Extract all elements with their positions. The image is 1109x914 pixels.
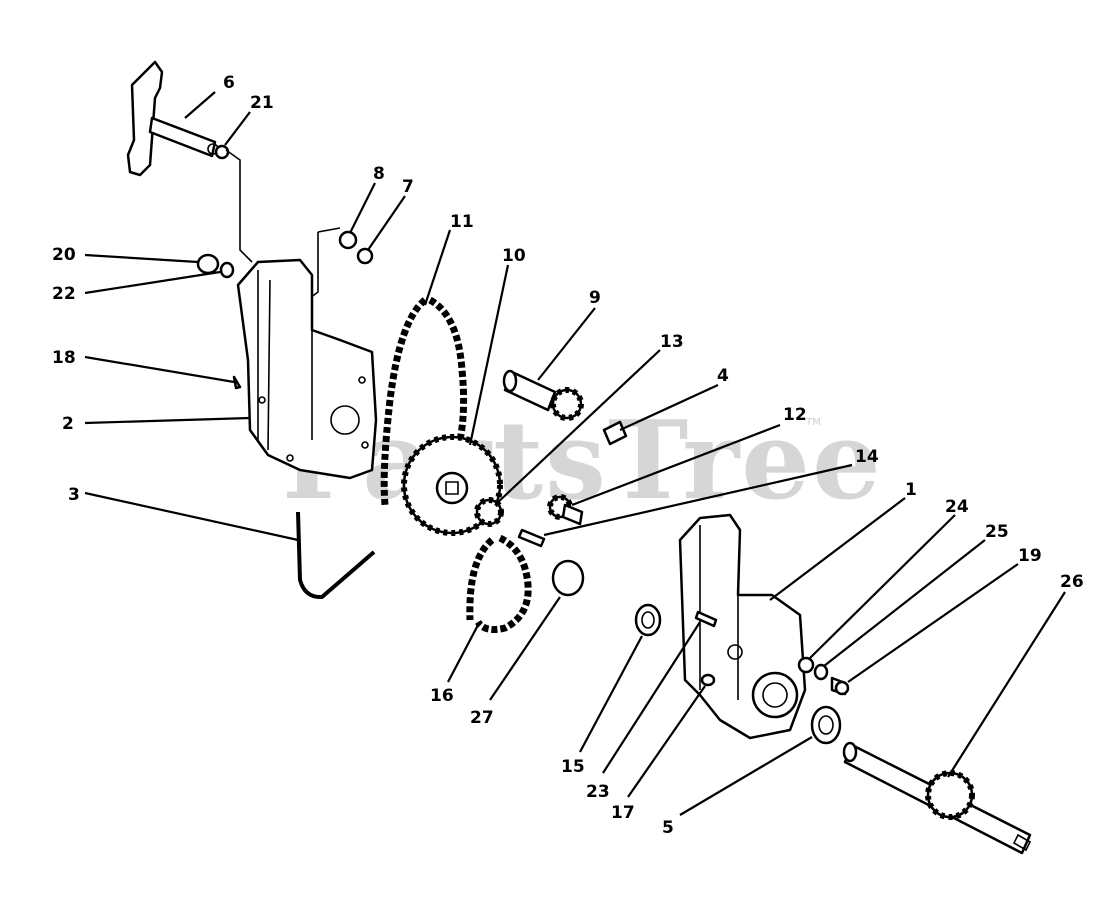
callout-7: 7: [402, 177, 414, 197]
part-5-bearing[interactable]: [810, 705, 842, 745]
part-13-sprocket[interactable]: [474, 497, 504, 527]
part-15-seal[interactable]: [634, 603, 662, 637]
callout-25: 25: [985, 522, 1009, 542]
callout-1: 1: [905, 480, 917, 500]
part-21-clip[interactable]: [214, 144, 230, 160]
part-25-washer[interactable]: [813, 663, 829, 681]
callout-10: 10: [502, 246, 526, 266]
callout-14: 14: [855, 447, 879, 467]
part-7-nut[interactable]: [356, 247, 374, 265]
part-4-key[interactable]: [602, 420, 628, 446]
callout-21: 21: [250, 93, 274, 113]
part-1-gear-housing[interactable]: [678, 513, 807, 740]
callout-8: 8: [373, 164, 385, 184]
callout-16: 16: [430, 686, 454, 706]
callout-24: 24: [945, 497, 969, 517]
part-8-washer[interactable]: [338, 230, 358, 250]
callout-22: 22: [52, 284, 76, 304]
part-11-drive-chain[interactable]: [380, 296, 468, 506]
callout-labels: 6 21 8 7 11 10 9 13 4 12 14 20 22 18 2 3…: [52, 73, 1084, 838]
callout-19: 19: [1018, 546, 1042, 566]
part-22-washer[interactable]: [219, 261, 235, 279]
callout-11: 11: [450, 212, 474, 232]
callout-3: 3: [68, 485, 80, 505]
part-3-rod[interactable]: [296, 511, 376, 600]
callout-5: 5: [662, 818, 674, 838]
part-20-bushing[interactable]: [196, 253, 220, 275]
part-12-pinion[interactable]: [547, 494, 584, 526]
callout-23: 23: [586, 782, 610, 802]
watermark-trademark: TM: [805, 417, 821, 428]
callout-17: 17: [611, 803, 635, 823]
part-23-pin[interactable]: [694, 610, 718, 628]
callout-9: 9: [589, 288, 601, 308]
callout-2: 2: [62, 414, 74, 434]
callout-13: 13: [660, 332, 684, 352]
part-16-chain[interactable]: [466, 534, 532, 633]
part-17-pin[interactable]: [700, 673, 716, 687]
part-2-housing-cover[interactable]: [236, 258, 378, 480]
part-27-spacer[interactable]: [551, 559, 585, 597]
callout-20: 20: [52, 245, 76, 265]
part-9-shaft-sprocket[interactable]: [502, 369, 584, 421]
part-14-pin[interactable]: [517, 528, 546, 548]
callout-4: 4: [717, 366, 729, 386]
callout-18: 18: [52, 348, 76, 368]
callout-6: 6: [223, 73, 235, 93]
leader-lines: [84, 91, 1066, 816]
callout-12: 12: [783, 405, 807, 425]
part-26-output-shaft[interactable]: [842, 741, 1032, 855]
callout-27: 27: [470, 708, 494, 728]
part-6-shift-lever[interactable]: [126, 60, 219, 177]
callout-26: 26: [1060, 572, 1084, 592]
part-24-washer[interactable]: [797, 656, 815, 674]
callout-15: 15: [561, 757, 585, 777]
part-19-bolt[interactable]: [830, 676, 850, 696]
part-18-pin[interactable]: [232, 375, 242, 390]
